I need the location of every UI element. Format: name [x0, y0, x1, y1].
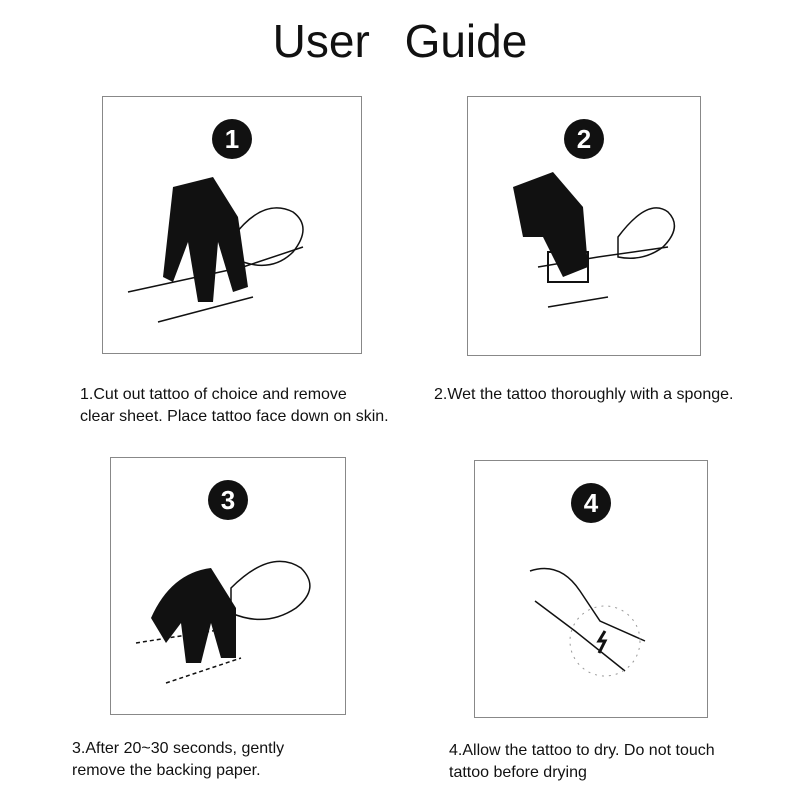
- sponge-wetting-illustration: [513, 172, 676, 308]
- step-4-caption: 4.Allow the tattoo to dry. Do not touch …: [449, 740, 715, 784]
- step-1-panel: 1: [102, 96, 362, 354]
- caption-line: 3.After 20~30 seconds, gently: [72, 740, 285, 757]
- caption-line: 4.Allow the tattoo to dry. Do not touch: [449, 742, 715, 759]
- step-2-panel: 2: [467, 96, 701, 356]
- step-4-panel: 4: [474, 460, 708, 718]
- step-number-badge: 2: [564, 119, 604, 159]
- caption-line: 1.Cut out tattoo of choice and remove: [80, 386, 347, 403]
- caption-line: clear sheet. Place tattoo face down on s…: [80, 408, 389, 425]
- caption-line: 2.Wet the tattoo thoroughly with a spong…: [434, 386, 734, 403]
- step-1-caption: 1.Cut out tattoo of choice and remove cl…: [80, 384, 389, 428]
- step-number-badge: 1: [212, 119, 252, 159]
- step-2-caption: 2.Wet the tattoo thoroughly with a spong…: [434, 384, 733, 406]
- step-number-badge: 3: [208, 480, 248, 520]
- peeling-backing-illustration: [135, 560, 311, 684]
- hand-applying-tattoo-illustration: [127, 177, 304, 323]
- caption-line: remove the backing paper.: [72, 762, 261, 779]
- step-3-panel: 3: [110, 457, 346, 715]
- step-3-caption: 3.After 20~30 seconds, gently remove the…: [72, 738, 284, 782]
- step-number-badge: 4: [571, 483, 611, 523]
- drying-tattoo-illustration: [529, 567, 646, 677]
- page-title: User Guide: [272, 15, 528, 67]
- caption-line: tattoo before drying: [449, 764, 587, 781]
